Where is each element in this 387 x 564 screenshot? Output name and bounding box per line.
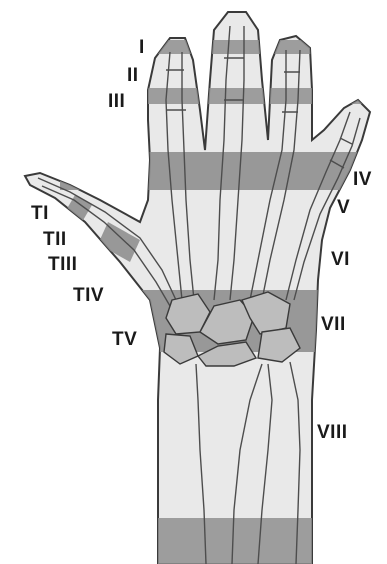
- zone-label-tii: TII: [43, 230, 67, 249]
- zone-label-vii: VII: [321, 315, 346, 334]
- zone-label-v: V: [337, 198, 350, 217]
- zone-label-iv: IV: [353, 170, 372, 189]
- carpal-bones: [164, 292, 300, 366]
- band-zone-viii-lower: [60, 518, 380, 564]
- zone-label-ti: TI: [31, 204, 49, 223]
- zone-label-tiv: TIV: [73, 286, 104, 305]
- zone-label-tv: TV: [112, 330, 137, 349]
- zone-label-ii: II: [127, 66, 139, 85]
- zone-label-vi: VI: [331, 250, 350, 269]
- zone-label-iii: III: [108, 92, 125, 111]
- band-zone-iii: [140, 88, 380, 104]
- zone-label-i: I: [139, 38, 145, 57]
- zone-label-tiii: TIII: [48, 255, 77, 274]
- zone-label-viii: VIII: [317, 423, 348, 442]
